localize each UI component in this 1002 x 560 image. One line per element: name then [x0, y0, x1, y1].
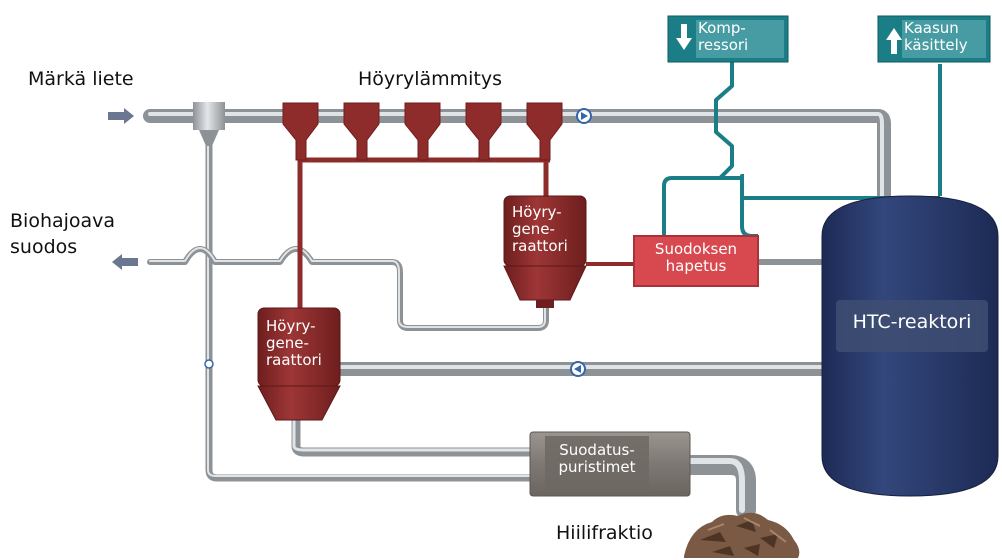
arrow-down-icon	[676, 24, 692, 50]
steam-generator-left	[257, 307, 341, 421]
steam-heating-manifold	[282, 102, 636, 320]
filtrate-oxidation-label-line1: Suodoksen	[654, 240, 738, 258]
flow-direction-icon	[204, 108, 592, 377]
steam-generator-right-label-line3: raattori	[512, 236, 568, 255]
steam-generator-right	[503, 195, 587, 308]
steam-generator-left-label-line2: gene-	[266, 333, 309, 352]
char-fraction-pile	[684, 512, 800, 558]
compressor-label-line2: ressori	[698, 36, 749, 55]
gas-treatment-label-line1: Kaasun	[904, 19, 959, 37]
arrow-up-icon	[886, 28, 902, 54]
filter-outlet-pipe	[680, 455, 756, 520]
biodegradable-filtrate-label-line1: Biohajoava	[10, 210, 116, 232]
steam-nozzles	[282, 102, 563, 161]
compressor-label-line1: Komp-	[698, 19, 746, 37]
filtrate-oxidation-unit	[633, 235, 759, 287]
steam-heating-label: Höyrylämmitys	[358, 68, 503, 90]
htc-reactor	[821, 195, 999, 497]
filter-press	[529, 431, 691, 497]
gas-treatment-label: Kaasun käsittely	[904, 19, 986, 55]
filtrate-oxidation-label: Suodoksen hapetus	[634, 240, 758, 276]
steam-generator-left-label: Höyry- gene- raattori	[266, 318, 322, 368]
compressor-box[interactable]	[667, 15, 789, 63]
outflow-arrow-icon	[112, 254, 138, 270]
compressor-label: Komp- ressori	[698, 19, 782, 55]
biodegradable-filtrate-label-line2: suodos	[10, 236, 78, 258]
char-fraction-label: Hiilifraktio	[556, 522, 653, 544]
steam-generator-left-label-line1: Höyry-	[266, 317, 316, 335]
steam-generator-right-label-line1: Höyry-	[512, 203, 562, 221]
filter-press-label-line1: Suodatus-	[559, 441, 635, 459]
steam-generator-right-label: Höyry- gene- raattori	[512, 204, 568, 254]
left-vertical-pipe	[205, 120, 544, 482]
wet-sludge-label: Märkä liete	[28, 68, 134, 90]
steam-generator-right-label-line2: gene-	[512, 219, 555, 238]
inflow-arrow-icon	[108, 108, 134, 124]
filter-press-label-line2: puristimet	[558, 458, 636, 477]
grey-pipes	[143, 109, 891, 520]
filtrate-oxidation-label-line2: hapetus	[665, 257, 727, 276]
filter-press-label: Suodatus- puristimet	[545, 441, 649, 477]
htc-reactor-label: HTC-reaktori	[852, 311, 972, 333]
steam-generator-left-label-line3: raattori	[266, 350, 322, 369]
gas-treatment-label-line2: käsittely	[904, 36, 968, 55]
t-junction	[193, 102, 225, 146]
main-sludge-pipe	[143, 109, 891, 203]
generator-to-filter-pipe	[291, 415, 535, 457]
